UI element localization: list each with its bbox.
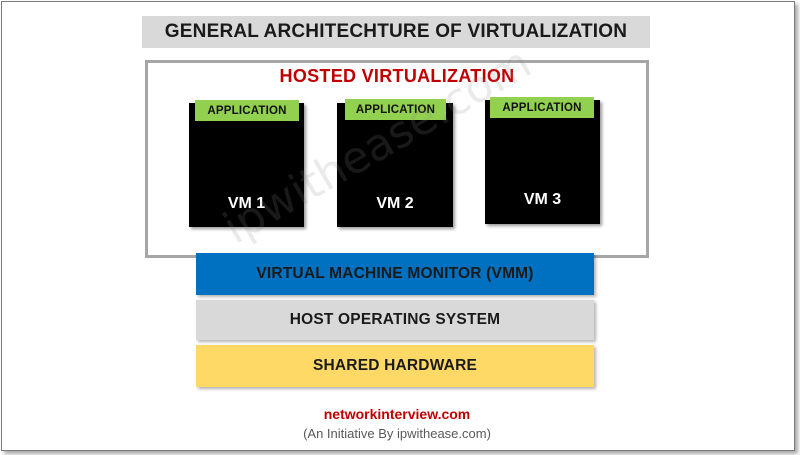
vm-1-box: APPLICATION VM 1 (189, 100, 304, 227)
footer-site: networkinterview.com (323, 406, 471, 422)
vmm-layer: VIRTUAL MACHINE MONITOR (VMM) (196, 253, 594, 295)
host-os-layer: HOST OPERATING SYSTEM (196, 300, 594, 340)
vm-3-label: VM 3 (523, 191, 562, 208)
vm-2-box: APPLICATION VM 2 (337, 99, 453, 227)
vm-2-application: APPLICATION (345, 99, 446, 120)
vm-3-application: APPLICATION (490, 97, 594, 118)
vm-3-box: APPLICATION VM 3 (485, 97, 600, 224)
hosted-virtualization-label: HOSTED VIRTUALIZATION (279, 66, 515, 86)
vm-1-label: VM 1 (227, 195, 266, 212)
footer-tagline: (An Initiative By ipwithease.com) (303, 426, 491, 441)
diagram-title: GENERAL ARCHITECHTURE OF VIRTUALIZATION (142, 16, 650, 48)
shared-hardware-layer: SHARED HARDWARE (196, 345, 594, 387)
vm-1-application: APPLICATION (195, 100, 299, 121)
vm-2-label: VM 2 (376, 195, 414, 212)
